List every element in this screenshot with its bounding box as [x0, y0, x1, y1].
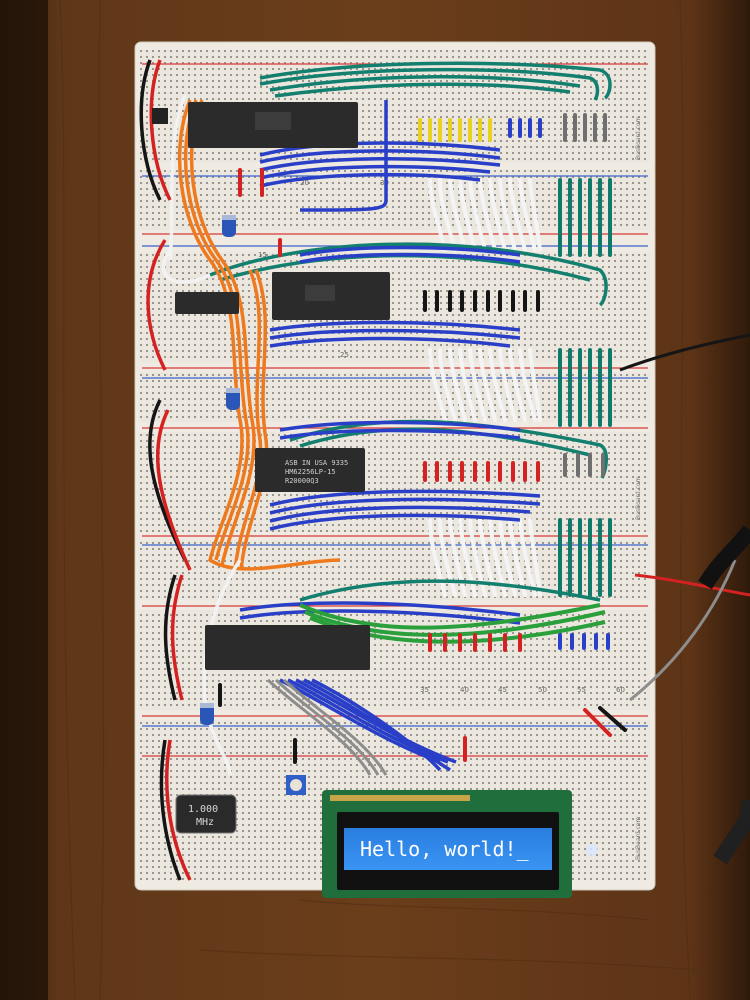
column-number: 35 [420, 686, 429, 694]
grey-wire-bundle [266, 678, 388, 776]
column-number: 45 [498, 686, 507, 694]
reset-button [152, 108, 168, 124]
cpu-chip [188, 102, 358, 148]
column-number: 25 [340, 351, 349, 359]
column-number: 20 [300, 179, 309, 187]
white-free-wires [161, 94, 242, 776]
teal-wire-bundles [558, 178, 612, 597]
short-jumpers [218, 113, 627, 764]
board-brand: BusBoard.com [635, 476, 642, 520]
power-wires-left [139, 59, 192, 881]
ram-chip-label-line-1: ASB IN USA 9335 [285, 459, 348, 467]
ram-chip-label-line-2: HM62256LP-15 [285, 468, 336, 476]
board-brand: BusBoard.com [635, 816, 642, 860]
oscillator: 1.000 MHz [175, 794, 237, 834]
column-number: 15 [258, 251, 267, 259]
via-chip [205, 625, 370, 670]
column-number: 50 [538, 686, 547, 694]
column-number: 60 [616, 686, 625, 694]
led-glow [586, 844, 598, 856]
lcd-display: Hello, world!_ [322, 790, 572, 898]
blue-wire-bundles [239, 100, 541, 772]
lcd-screen-text: Hello, world!_ [360, 837, 530, 861]
capacitor [200, 703, 214, 725]
board-brand: BusBoard.com [635, 116, 642, 160]
logic-chip [175, 292, 239, 314]
external-cables [619, 333, 750, 865]
wood-grain [59, 0, 721, 1000]
dark-shadow-left [0, 0, 48, 1000]
ram-chip-label-line-3: R20000Q3 [285, 477, 319, 485]
rom-chip [272, 272, 390, 320]
trimmer-potentiometer [286, 775, 306, 795]
capacitor [222, 215, 236, 237]
oscillator-unit: MHz [196, 817, 214, 828]
column-number: 55 [577, 686, 586, 694]
ram-chip: ASB IN USA 9335 HM62256LP-15 R20000Q3 [255, 448, 365, 492]
capacitor [226, 388, 240, 410]
column-numbers: 15 20 25 30 35 40 45 50 55 60 [258, 179, 625, 694]
oscillator-frequency: 1.000 [188, 804, 218, 815]
column-number: 40 [460, 686, 469, 694]
